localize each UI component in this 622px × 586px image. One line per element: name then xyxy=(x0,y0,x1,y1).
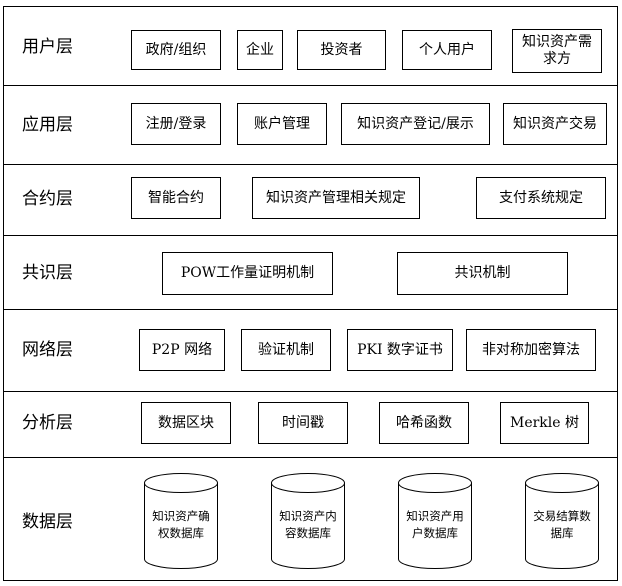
database-label: 知识资产确 权数据库 xyxy=(152,509,210,540)
node-hash-function: 哈希函数 xyxy=(379,402,469,444)
node-merkle-tree: Merkle 树 xyxy=(500,402,589,444)
database-settlement: 交易结算数 据库 xyxy=(525,473,599,569)
layer-application: 应用层 注册/登录 账户管理 知识资产登记/展示 知识资产交易 xyxy=(3,85,618,165)
node-asymmetric-encryption: 非对称加密算法 xyxy=(466,329,596,371)
node-consensus-mechanism: 共识机制 xyxy=(397,252,568,295)
layer-consensus: 共识层 POW工作量证明机制 共识机制 xyxy=(3,235,618,310)
database-user: 知识资产用 户数据库 xyxy=(398,473,472,569)
node-payment-rules: 支付系统规定 xyxy=(476,177,606,219)
layer-label: 分析层 xyxy=(22,413,73,433)
database-label: 交易结算数 据库 xyxy=(533,509,591,540)
layer-network: 网络层 P2P 网络 验证机制 PKI 数字证书 非对称加密算法 xyxy=(3,309,618,392)
layer-label: 应用层 xyxy=(22,115,73,135)
database-label: 知识资产用 户数据库 xyxy=(406,509,464,540)
node-verification: 验证机制 xyxy=(241,329,331,371)
layer-label: 用户层 xyxy=(22,37,73,57)
layer-data: 数据层 知识资产确 权数据库 知识资产内 容数据库 知识资产用 户数据库 交易结… xyxy=(3,457,618,581)
database-content: 知识资产内 容数据库 xyxy=(271,473,345,569)
layer-label: 合约层 xyxy=(22,189,73,209)
node-data-block: 数据区块 xyxy=(141,402,231,444)
node-p2p-network: P2P 网络 xyxy=(139,329,225,371)
node-pki-certificate: PKI 数字证书 xyxy=(347,329,453,371)
layer-label: 网络层 xyxy=(22,340,73,360)
layer-label: 共识层 xyxy=(22,263,73,283)
layer-analysis: 分析层 数据区块 时间戳 哈希函数 Merkle 树 xyxy=(3,391,618,458)
node-smart-contract: 智能合约 xyxy=(131,177,221,219)
database-cylinder-icon xyxy=(525,473,599,569)
node-government: 政府/组织 xyxy=(131,30,221,70)
node-register-login: 注册/登录 xyxy=(131,103,221,145)
node-pow: POW工作量证明机制 xyxy=(162,252,333,295)
layer-contract: 合约层 智能合约 知识资产管理相关规定 支付系统规定 xyxy=(3,164,618,236)
node-knowledge-demander: 知识资产需 求方 xyxy=(512,29,602,73)
node-asset-trading: 知识资产交易 xyxy=(503,103,607,145)
node-investor: 投资者 xyxy=(297,30,386,70)
node-enterprise: 企业 xyxy=(237,30,283,70)
node-account-management: 账户管理 xyxy=(237,103,327,145)
database-label: 知识资产内 容数据库 xyxy=(279,509,337,540)
node-individual-user: 个人用户 xyxy=(402,30,492,70)
node-asset-rules: 知识资产管理相关规定 xyxy=(252,177,420,219)
database-cylinder-icon xyxy=(144,473,218,569)
database-cylinder-icon xyxy=(398,473,472,569)
node-timestamp: 时间戳 xyxy=(258,402,348,444)
database-cylinder-icon xyxy=(271,473,345,569)
database-ownership: 知识资产确 权数据库 xyxy=(144,473,218,569)
layer-label: 数据层 xyxy=(22,512,73,532)
node-asset-registration: 知识资产登记/展示 xyxy=(341,103,490,145)
layer-user: 用户层 政府/组织 企业 投资者 个人用户 知识资产需 求方 xyxy=(3,6,618,86)
